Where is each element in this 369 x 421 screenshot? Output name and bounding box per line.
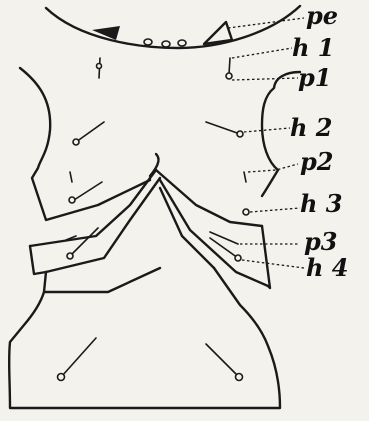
label-h3: h 3	[300, 192, 343, 216]
label-h2: h 2	[290, 116, 333, 140]
seta-left-lobe-2	[72, 228, 98, 254]
label-p2: p2	[300, 150, 333, 174]
seta-left-mid	[76, 122, 104, 142]
seta-h4	[210, 238, 238, 258]
seta-left-lobe-socket	[67, 253, 73, 259]
seta-left-mid-socket	[73, 139, 79, 145]
head-dot-3	[178, 40, 186, 46]
seta-h2-socket	[237, 131, 243, 137]
head-dot-1	[144, 39, 152, 45]
label-h1: h 1	[292, 36, 335, 60]
seta-abdomen-right-socket	[236, 374, 243, 381]
label-p3: p3	[304, 230, 337, 254]
label-p1: p1	[298, 66, 331, 90]
seta-abdomen-left	[62, 338, 96, 376]
seta-h1-socket	[226, 73, 232, 79]
seta-left-h3-socket	[69, 197, 75, 203]
leader-h3	[250, 208, 300, 212]
seta-left-h3	[74, 182, 102, 200]
abdomen-outline	[9, 268, 280, 408]
label-pe: pe	[306, 4, 338, 28]
seta-left-short	[70, 172, 72, 182]
seta-left-top-socket	[97, 64, 102, 69]
seta-abdomen-left-socket	[58, 374, 65, 381]
left-lower-edge	[44, 268, 160, 292]
fold-center-right-3	[160, 188, 214, 268]
seta-h4-socket	[235, 255, 241, 261]
fold-center-left-2	[46, 178, 160, 272]
left-segment-outline	[20, 68, 150, 220]
right-lobe-outline	[262, 226, 270, 288]
seta-p2	[244, 172, 246, 182]
leader-p1	[232, 78, 298, 80]
left-lobe-outline	[30, 246, 46, 274]
leader-h1	[232, 48, 292, 58]
head-dot-2	[162, 41, 170, 47]
leader-pe	[228, 18, 304, 28]
seta-h3-socket	[243, 209, 249, 215]
seta-h2	[206, 122, 240, 134]
label-h4: h 4	[306, 256, 349, 280]
seta-h1	[229, 58, 230, 74]
leader-h4	[242, 260, 304, 268]
head-outline	[46, 6, 300, 48]
seta-p3	[210, 232, 238, 244]
leader-h2	[244, 128, 290, 132]
head-mark-right	[204, 22, 232, 44]
seta-abdomen-right	[206, 344, 238, 376]
